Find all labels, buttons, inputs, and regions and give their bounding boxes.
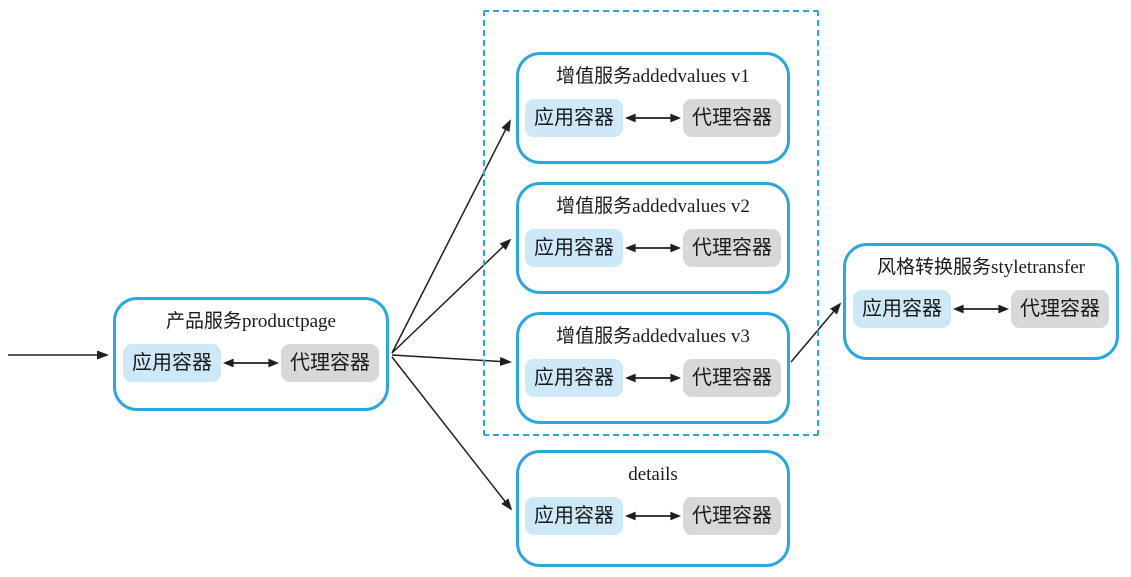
proxy-container-badge: 代理容器 — [683, 99, 781, 137]
service-title: 风格转换服务styletransfer — [877, 257, 1085, 278]
proxy-container-badge: 代理容器 — [281, 344, 379, 382]
service-node-productpage: 产品服务productpage 应用容器 代理容器 — [113, 297, 389, 411]
service-title: details — [628, 464, 678, 485]
service-title: 增值服务addedvalues v2 — [556, 196, 750, 217]
proxy-container-badge: 代理容器 — [683, 359, 781, 397]
service-node-addedvalues-v2: 增值服务addedvalues v2 应用容器 代理容器 — [516, 182, 790, 294]
container-row: 应用容器 代理容器 — [853, 290, 1109, 328]
bidirectional-arrow-icon — [222, 358, 280, 368]
bidirectional-arrow-icon — [624, 511, 682, 521]
service-title: 增值服务addedvalues v3 — [556, 326, 750, 347]
container-row: 应用容器 代理容器 — [525, 497, 781, 535]
app-container-badge: 应用容器 — [525, 229, 623, 267]
service-title: 产品服务productpage — [166, 311, 336, 332]
proxy-container-badge: 代理容器 — [683, 497, 781, 535]
app-container-badge: 应用容器 — [853, 290, 951, 328]
bidirectional-arrow-icon — [624, 243, 682, 253]
bidirectional-arrow-icon — [624, 113, 682, 123]
app-container-badge: 应用容器 — [525, 99, 623, 137]
bidirectional-arrow-icon — [624, 373, 682, 383]
container-row: 应用容器 代理容器 — [525, 359, 781, 397]
bidirectional-arrow-icon — [952, 304, 1010, 314]
service-title: 增值服务addedvalues v1 — [556, 66, 750, 87]
proxy-container-badge: 代理容器 — [1011, 290, 1109, 328]
container-row: 应用容器 代理容器 — [525, 99, 781, 137]
app-container-badge: 应用容器 — [525, 497, 623, 535]
container-row: 应用容器 代理容器 — [123, 344, 379, 382]
addedvalues-group-boundary — [483, 10, 819, 436]
service-node-addedvalues-v1: 增值服务addedvalues v1 应用容器 代理容器 — [516, 52, 790, 164]
service-node-details: details 应用容器 代理容器 — [516, 450, 790, 567]
app-container-badge: 应用容器 — [123, 344, 221, 382]
app-container-badge: 应用容器 — [525, 359, 623, 397]
service-node-styletransfer: 风格转换服务styletransfer 应用容器 代理容器 — [843, 243, 1119, 360]
container-row: 应用容器 代理容器 — [525, 229, 781, 267]
proxy-container-badge: 代理容器 — [683, 229, 781, 267]
service-node-addedvalues-v3: 增值服务addedvalues v3 应用容器 代理容器 — [516, 312, 790, 424]
